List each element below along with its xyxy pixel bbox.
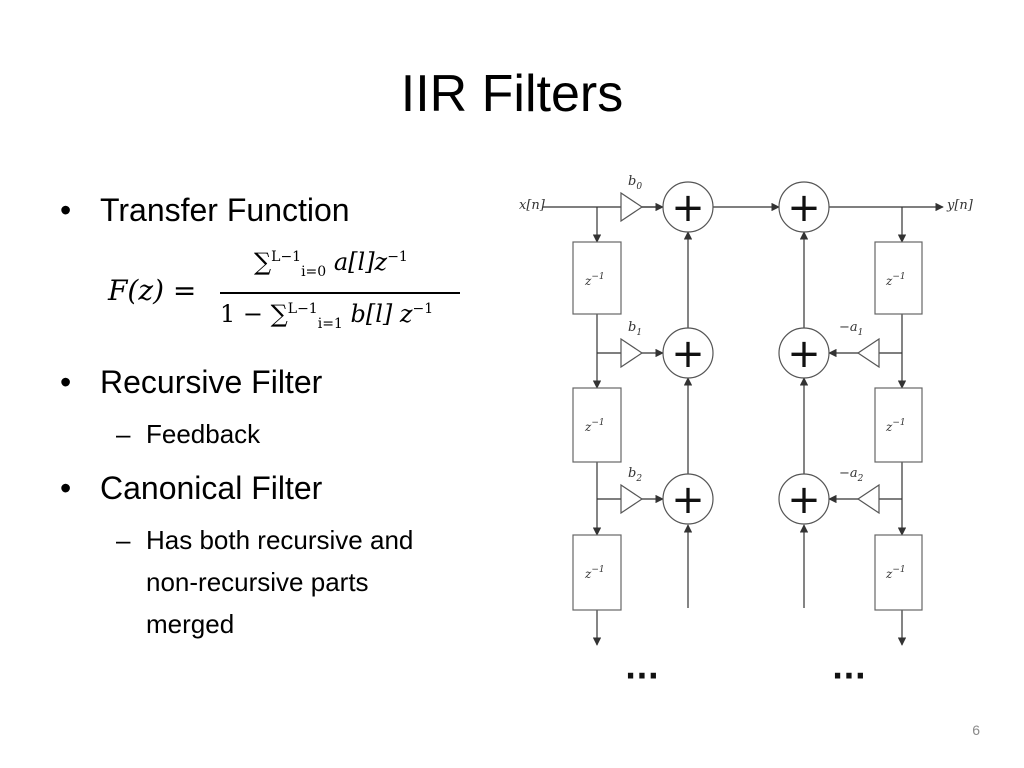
- slide-title: IIR Filters: [400, 65, 624, 123]
- adder-icon: [778, 473, 830, 525]
- coefficient-label: b0: [628, 174, 642, 192]
- gain-b2-icon: [620, 483, 644, 515]
- delay-block: [874, 534, 923, 611]
- numerator-sum-lower: i=0: [301, 263, 327, 280]
- gain-a2-icon: [856, 483, 880, 515]
- adder-plus: +: [787, 331, 821, 377]
- ellipsis: ···: [832, 659, 866, 694]
- sub-bullet-line: Has both recursive and: [146, 525, 414, 555]
- denominator-sum-symbol: ∑: [270, 300, 288, 328]
- delay-label: z−1: [885, 272, 906, 288]
- adder-icon: [662, 327, 714, 379]
- gain-a1-icon: [856, 337, 880, 369]
- sub-bullet-dash-icon: –: [116, 419, 131, 449]
- adder-nodes: [662, 181, 830, 525]
- bullet-dot-icon: •: [60, 192, 72, 228]
- coefficient-label: b2: [628, 466, 642, 484]
- sub-bullet-line: non-recursive parts: [146, 567, 369, 597]
- coefficient-label: −a1: [839, 320, 863, 338]
- bullet-dot-icon: •: [60, 470, 72, 506]
- gain-b1-icon: [620, 337, 644, 369]
- bullet-text: Recursive Filter: [100, 364, 323, 400]
- transfer-function-formula: F(z) = ∑L−1i=0 a[l]z−1 1 − ∑L−1i=1 b[l] …: [108, 248, 463, 338]
- bullet-dot-icon: •: [60, 364, 72, 400]
- adder-plus: +: [671, 477, 705, 523]
- numerator-sum-symbol: ∑: [254, 248, 272, 276]
- bullet-transfer-function: • Transfer Function: [60, 190, 350, 230]
- denominator-exponent: −1: [412, 301, 434, 317]
- delay-block: [572, 241, 622, 315]
- delay-block: [572, 387, 622, 463]
- adder-plus: +: [787, 185, 821, 231]
- denominator-sum-lower: i=1: [317, 315, 343, 332]
- numerator-sum-upper: L−1: [271, 249, 302, 265]
- adder-icon: [778, 327, 830, 379]
- adder-plus: +: [671, 331, 705, 377]
- delay-label: z−1: [885, 418, 906, 434]
- formula-numerator: ∑L−1i=0 a[l]z−1: [254, 248, 408, 280]
- delay-label: z−1: [584, 418, 605, 434]
- numerator-exponent: −1: [387, 249, 408, 265]
- formula-lhs: F(z) =: [108, 274, 197, 307]
- sub-bullet-text: Feedback: [146, 419, 261, 449]
- sub-bullet-parts: – Has both recursive and non-recursive p…: [116, 519, 414, 645]
- sub-bullet-line: merged: [146, 609, 235, 639]
- page-number: 6: [972, 722, 980, 738]
- delay-label: z−1: [584, 565, 605, 581]
- sub-bullet-feedback: – Feedback: [116, 413, 261, 455]
- formula-denominator: 1 − ∑L−1i=1 b[l] z−1: [220, 300, 434, 332]
- coefficient-label: b1: [628, 320, 642, 338]
- adder-plus: +: [671, 185, 705, 231]
- bullet-text: Transfer Function: [100, 192, 350, 228]
- bullet-canonical-filter: • Canonical Filter: [60, 468, 323, 508]
- sub-bullet-dash-icon: –: [116, 525, 131, 555]
- delay-block: [572, 534, 622, 611]
- input-label: x[n]: [519, 198, 546, 213]
- delay-block: [874, 241, 923, 315]
- bullet-text: Canonical Filter: [100, 470, 323, 506]
- ellipsis: ···: [625, 659, 659, 694]
- denominator-sum-upper: L−1: [287, 301, 318, 317]
- bullet-recursive-filter: • Recursive Filter: [60, 362, 323, 402]
- adder-icon: [778, 181, 830, 233]
- iir-filter-block-diagram: z−1 z−1 z−1 z−1 z−1 z−1 + + + + +: [519, 174, 974, 694]
- adder-plus: +: [787, 477, 821, 523]
- delay-label: z−1: [584, 272, 605, 288]
- delay-block: [874, 387, 923, 463]
- adder-icon: [662, 181, 714, 233]
- adder-icon: [662, 473, 714, 525]
- delay-label: z−1: [885, 565, 906, 581]
- numerator-term: a[l]z: [333, 248, 388, 276]
- fraction-bar: [220, 292, 460, 294]
- gain-b0-icon: [620, 191, 644, 223]
- denominator-term: b[l] z: [350, 300, 413, 328]
- coefficient-label: −a2: [839, 466, 864, 484]
- output-label: y[n]: [946, 198, 974, 213]
